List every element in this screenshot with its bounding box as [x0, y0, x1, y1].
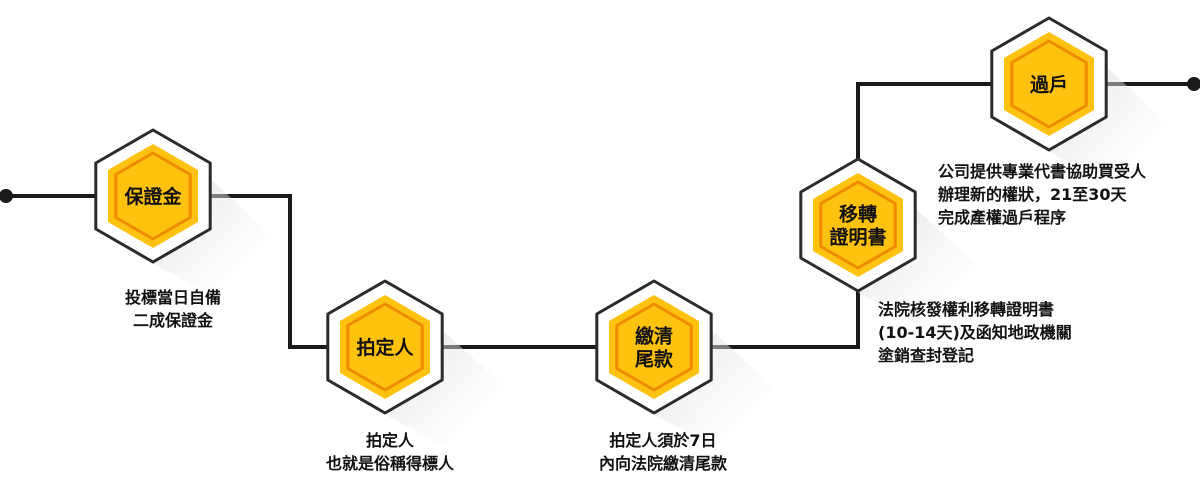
- start-dot: [0, 189, 13, 203]
- caption-transfer: 公司提供專業代書協助買受人 辦理新的權狀，21至30天 完成產權過戶程序: [938, 160, 1146, 229]
- step-node-payment: 繳清尾款: [595, 279, 713, 415]
- hexagon-fill: [609, 295, 699, 399]
- caption-winner-line-2: 也就是俗稱得標人: [325, 454, 454, 473]
- step-node-transfer: 過戶: [990, 16, 1108, 152]
- step-node-deposit: 保證金: [94, 128, 212, 264]
- hexagon-inner-ring: [1010, 39, 1088, 129]
- caption-deposit-line-2: 二成保證金: [132, 311, 213, 330]
- end-dot: [1187, 77, 1200, 91]
- caption-certificate: 法院核發權利移轉證明書 (10-14天)及函知地政機關 塗銷查封登記: [878, 298, 1072, 367]
- node-label-winner-1: 拍定人: [356, 336, 414, 359]
- step-node-winner: 拍定人: [326, 279, 444, 415]
- caption-transfer-line-3: 完成產權過戶程序: [938, 208, 1067, 227]
- hexagon-inner-ring: [615, 302, 693, 392]
- caption-payment-line-1: 拍定人須於7日: [609, 431, 717, 450]
- caption-winner: 拍定人 也就是俗稱得標人: [290, 429, 490, 475]
- hexagon-fill: [813, 173, 903, 277]
- node-label-transfer-1: 過戶: [1030, 73, 1068, 96]
- node-label-payment-1: 繳清: [635, 325, 673, 348]
- node-label-deposit-1: 保證金: [123, 185, 182, 208]
- hexagon-fill: [108, 144, 198, 248]
- step-node-certificate: 移轉證明書: [799, 157, 917, 293]
- caption-certificate-line-1: 法院核發權利移轉證明書: [878, 300, 1055, 319]
- hexagon-inner-ring: [346, 302, 424, 392]
- caption-certificate-line-2: (10-14天)及函知地政機關: [878, 323, 1072, 342]
- caption-deposit: 投標當日自備 二成保證金: [78, 286, 268, 332]
- caption-transfer-line-2: 辦理新的權狀，21至30天: [938, 185, 1127, 204]
- caption-winner-line-1: 拍定人: [365, 431, 414, 450]
- caption-payment: 拍定人須於7日 內向法院繳清尾款: [558, 429, 768, 475]
- node-label-certificate-2: 證明書: [829, 226, 886, 249]
- caption-payment-line-2: 內向法院繳清尾款: [598, 454, 727, 473]
- hexagon-fill: [340, 295, 430, 399]
- caption-transfer-line-1: 公司提供專業代書協助買受人: [938, 162, 1147, 181]
- caption-deposit-line-1: 投標當日自備: [124, 288, 221, 307]
- node-label-certificate-1: 移轉: [839, 203, 877, 226]
- caption-certificate-line-3: 塗銷查封登記: [878, 346, 975, 365]
- hexagon-inner-ring: [114, 151, 192, 241]
- hexagon-fill: [1004, 32, 1094, 136]
- node-label-payment-2: 尾款: [635, 348, 674, 371]
- connector-path: [0, 77, 1200, 349]
- connector-line: [6, 82, 1194, 349]
- hexagon-inner-ring: [819, 180, 897, 270]
